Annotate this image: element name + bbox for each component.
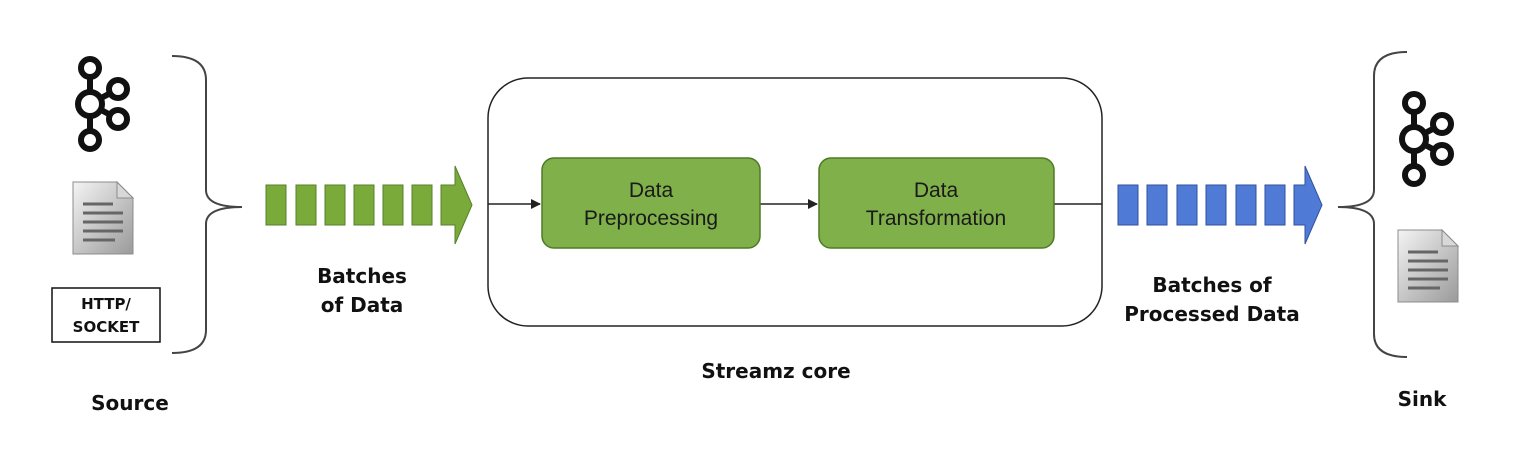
data-preprocessing-label-line2: Preprocessing	[584, 207, 718, 230]
source-label: Source	[91, 391, 169, 415]
source-group: HTTP/ SOCKET Source	[51, 59, 169, 415]
processed-batch-block	[1176, 184, 1198, 226]
data-transformation-label-line2: Transformation	[866, 207, 1006, 230]
socket-label: SOCKET	[73, 318, 140, 336]
data-preprocessing-box	[541, 157, 761, 249]
processed-batch-block	[1235, 184, 1257, 226]
streamz-core-container	[487, 77, 1103, 327]
document-icon	[1396, 228, 1460, 304]
batch-arrow-head	[440, 165, 473, 245]
processed-batch-block	[1146, 184, 1168, 226]
output-batches-label-line1: Batches of	[1152, 273, 1272, 297]
streamz-core-label: Streamz core	[701, 359, 850, 383]
input-batches-label-line1: Batches	[317, 264, 407, 288]
sink-group: Sink	[1396, 94, 1460, 411]
batch-block	[295, 184, 317, 226]
source-brace	[171, 55, 243, 354]
processed-batch-arrow-head	[1293, 165, 1323, 245]
output-batches-label-line2: Processed Data	[1124, 302, 1300, 326]
batch-block	[353, 184, 375, 226]
sink-brace	[1337, 51, 1408, 358]
processed-batch-block	[1117, 184, 1139, 226]
batch-block	[324, 184, 346, 226]
data-transformation-label-line1: Data	[914, 179, 959, 202]
http-label: HTTP/	[81, 295, 131, 313]
input-batches	[265, 165, 473, 245]
batch-block	[265, 184, 287, 226]
batch-block	[382, 184, 404, 226]
batch-block	[411, 184, 433, 226]
document-icon	[71, 180, 135, 256]
output-batches	[1117, 165, 1323, 245]
processed-batch-block	[1205, 184, 1227, 226]
kafka-icon	[1402, 94, 1451, 184]
kafka-icon	[78, 59, 127, 149]
processed-batch-block	[1264, 184, 1286, 226]
http-socket-box	[51, 287, 161, 343]
sink-label: Sink	[1398, 387, 1447, 411]
input-batches-label-line2: of Data	[321, 293, 404, 317]
data-transformation-box	[818, 157, 1055, 249]
data-preprocessing-label-line1: Data	[629, 179, 674, 202]
